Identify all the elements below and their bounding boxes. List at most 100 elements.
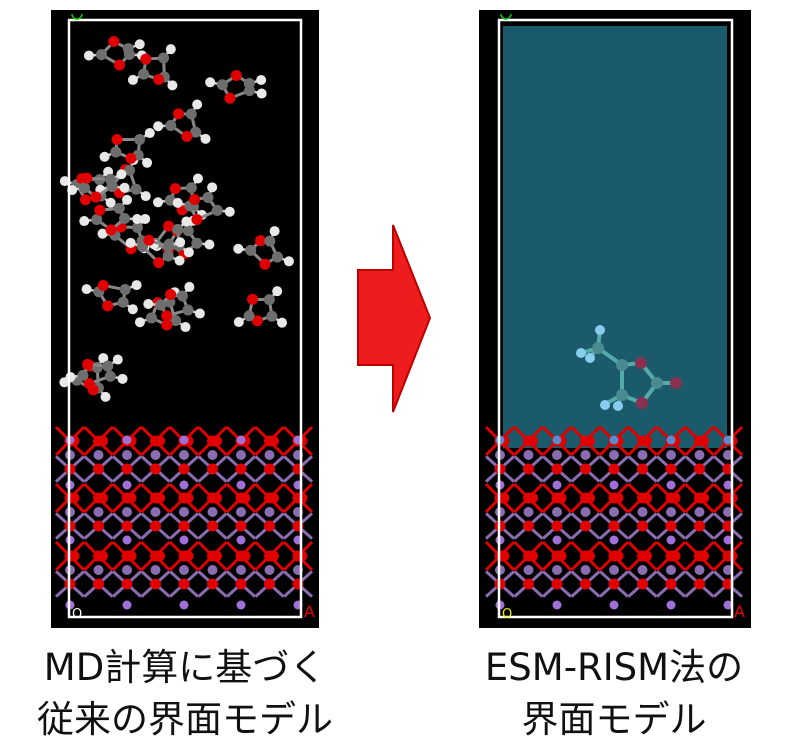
oxygen-atom: [694, 578, 705, 590]
metal-atom: [666, 450, 676, 460]
carbon-atom: [163, 240, 175, 252]
metal-atom: [122, 450, 132, 460]
carbon-atom: [191, 237, 203, 249]
lithium-atom: [552, 480, 562, 490]
oxygen-atom: [224, 92, 236, 104]
oxygen-atom: [125, 492, 137, 504]
hydrogen-atom: [175, 237, 186, 248]
oxygen-atom: [191, 214, 203, 226]
carbon-atom: [185, 108, 197, 120]
oxygen-atom: [97, 435, 108, 447]
oxygen-atom: [83, 378, 95, 390]
oxygen-atom: [150, 463, 161, 475]
hydrogen-atom: [233, 317, 244, 328]
hydrogen-atom: [140, 191, 151, 202]
right-a-axis-label: A: [734, 602, 745, 621]
metal-atom: [609, 565, 619, 575]
hydrogen-atom: [117, 373, 128, 384]
oxygen-atom: [169, 183, 181, 195]
oxygen-atom: [669, 492, 681, 504]
hydrogen-atom: [132, 214, 143, 225]
oxygen-atom: [259, 258, 271, 270]
oxygen-atom: [150, 520, 161, 532]
oxygen-atom: [264, 520, 275, 532]
hydrogen-atom: [269, 226, 280, 237]
oxygen-atom: [143, 234, 155, 246]
hydrogen-atom: [59, 176, 70, 187]
oxygen-atom: [527, 435, 538, 447]
oxygen-atom: [641, 550, 652, 562]
metal-atom: [179, 450, 189, 460]
lithium-atom: [179, 535, 189, 545]
oxygen-atom: [555, 550, 567, 562]
oxygen-atom: [239, 492, 251, 504]
left-a-axis-label: A: [304, 602, 315, 621]
oxygen-atom: [153, 73, 165, 85]
metal-atom: [723, 565, 733, 575]
oxygen-atom: [641, 435, 652, 447]
hydrogen-atom: [194, 308, 205, 319]
oxygen-atom: [108, 36, 120, 48]
hydrogen-atom: [192, 173, 203, 184]
right-arrow-icon: [357, 224, 432, 413]
solvent-continuum-region: [503, 26, 727, 448]
oxygen-atom: [207, 520, 218, 532]
oxygen-atom: [207, 578, 218, 590]
oxygen-atom: [79, 194, 91, 206]
metal-atom: [609, 450, 619, 460]
oxygen-atom: [150, 578, 161, 590]
hydrogen-atom: [152, 197, 163, 208]
lithium-atom: [609, 480, 619, 490]
oxygen-atom: [81, 172, 93, 184]
metal-atom: [694, 507, 705, 517]
oxygen-atom: [161, 310, 173, 322]
lithium-atom: [666, 600, 676, 610]
oxygen-atom: [247, 293, 259, 305]
carbon-atom: [110, 146, 122, 158]
oxygen-atom: [527, 550, 538, 562]
hydrogen-atom: [144, 128, 155, 139]
oxygen-atom: [235, 520, 247, 532]
hydrogen-atom: [143, 298, 154, 309]
hydrogen-atom: [100, 391, 111, 402]
metal-atom: [523, 450, 534, 460]
metal-atom: [637, 507, 648, 517]
lithium-atom: [609, 600, 619, 610]
hydrogen-atom: [180, 322, 191, 333]
metal-atom: [236, 507, 246, 517]
metal-atom: [523, 507, 534, 517]
metal-atom: [523, 565, 534, 575]
oxygen-atom: [665, 578, 677, 590]
hydrogen-atom: [98, 353, 109, 364]
hydrogen-atom: [65, 372, 76, 383]
oxygen-atom: [608, 463, 620, 475]
oxygen-atom: [125, 152, 137, 164]
lithium-atom: [179, 435, 189, 445]
hydrogen-atom: [81, 284, 92, 295]
oxygen-atom: [694, 463, 705, 475]
right-electrode-crystal: [484, 425, 744, 610]
metal-atom: [179, 507, 189, 517]
oxygen-atom: [608, 520, 620, 532]
oxygen-atom: [641, 492, 652, 504]
carbon-atom: [102, 360, 114, 372]
carbon-atom: [264, 235, 276, 247]
lithium-atom: [122, 535, 132, 545]
lithium-atom: [236, 480, 246, 490]
carbon-atom: [158, 52, 170, 64]
lithium-atom: [179, 600, 189, 610]
oxygen-atom: [207, 463, 218, 475]
oxygen-atom: [153, 257, 165, 269]
oxygen-atom: [178, 520, 190, 532]
oxygen-atom: [161, 319, 173, 331]
carbon-atom: [91, 214, 103, 226]
oxygen-atom: [498, 492, 510, 504]
oxygen-atom: [698, 550, 709, 562]
oxygen-atom: [154, 550, 165, 562]
oxygen-atom: [97, 279, 109, 291]
lithium-atom: [179, 480, 189, 490]
oxygen-atom: [239, 550, 251, 562]
hydrogen-atom: [205, 77, 216, 88]
oxygen-atom: [555, 492, 567, 504]
oxygen-atom: [498, 550, 510, 562]
